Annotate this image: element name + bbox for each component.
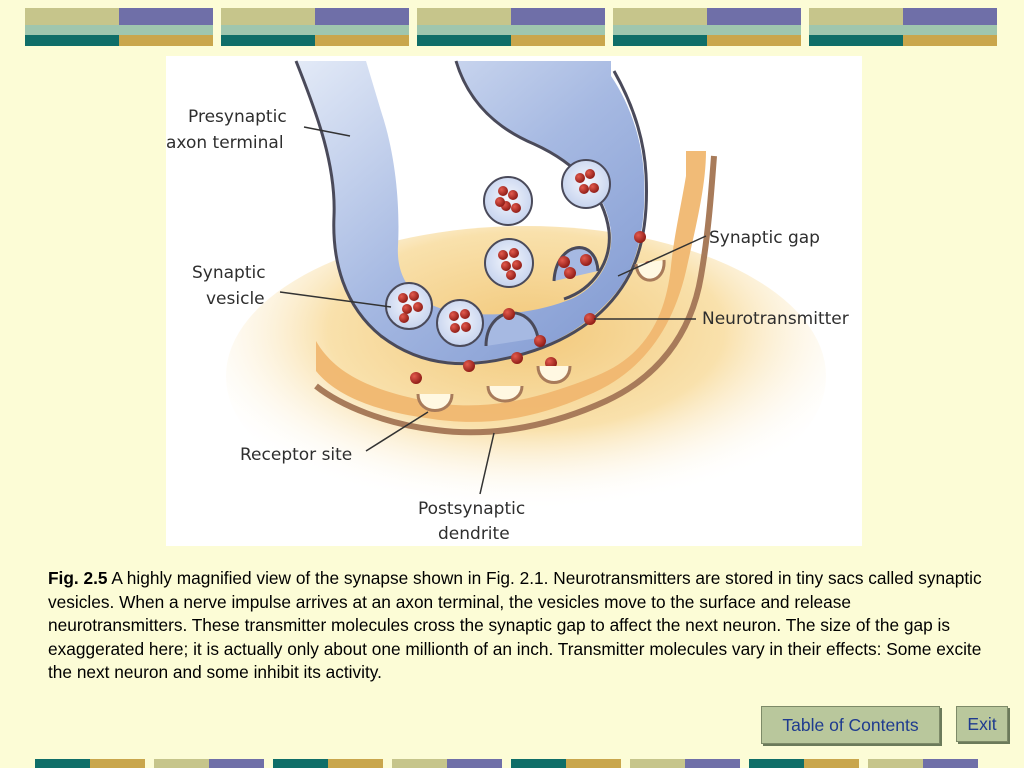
- synapse-figure: Presynaptic axon terminal Synaptic gap S…: [166, 56, 862, 546]
- label-axon-terminal: axon terminal: [166, 133, 284, 153]
- synaptic-vesicle: [484, 238, 534, 288]
- caption-text: A highly magnified view of the synapse s…: [48, 568, 982, 683]
- top-decorative-banner: [0, 0, 1024, 50]
- bottom-decorative-banner: [0, 759, 1024, 768]
- banner-block: [417, 8, 605, 46]
- figure-caption: Fig. 2.5 A highly magnified view of the …: [48, 567, 983, 685]
- label-synaptic-gap: Synaptic gap: [709, 228, 820, 248]
- axon-outer-membrane: [294, 60, 648, 366]
- label-vesicle: vesicle: [206, 289, 265, 309]
- table-of-contents-button[interactable]: Table of Contents: [761, 706, 940, 744]
- axon-terminal: [296, 61, 645, 362]
- label-receptor-site: Receptor site: [240, 445, 352, 465]
- banner-block: [613, 8, 801, 46]
- leader-lines: [279, 126, 707, 495]
- banner-block: [25, 8, 213, 46]
- label-dendrite: dendrite: [438, 524, 510, 544]
- postsynaptic-membrane-edge: [314, 155, 717, 436]
- postsynaptic-membrane: [316, 151, 706, 422]
- caption-figure-number: Fig. 2.5: [48, 568, 108, 588]
- synaptic-vesicle: [483, 176, 533, 226]
- label-neurotransmitter: Neurotransmitter: [702, 309, 849, 329]
- synaptic-vesicle: [561, 159, 611, 209]
- label-presynaptic: Presynaptic: [188, 107, 287, 127]
- exit-button[interactable]: Exit: [956, 706, 1008, 742]
- banner-block: [221, 8, 409, 46]
- synaptic-vesicle: [385, 282, 433, 330]
- banner-block: [809, 8, 997, 46]
- label-synaptic: Synaptic: [192, 263, 266, 283]
- label-postsynaptic: Postsynaptic: [418, 499, 525, 519]
- synaptic-vesicle: [436, 299, 484, 347]
